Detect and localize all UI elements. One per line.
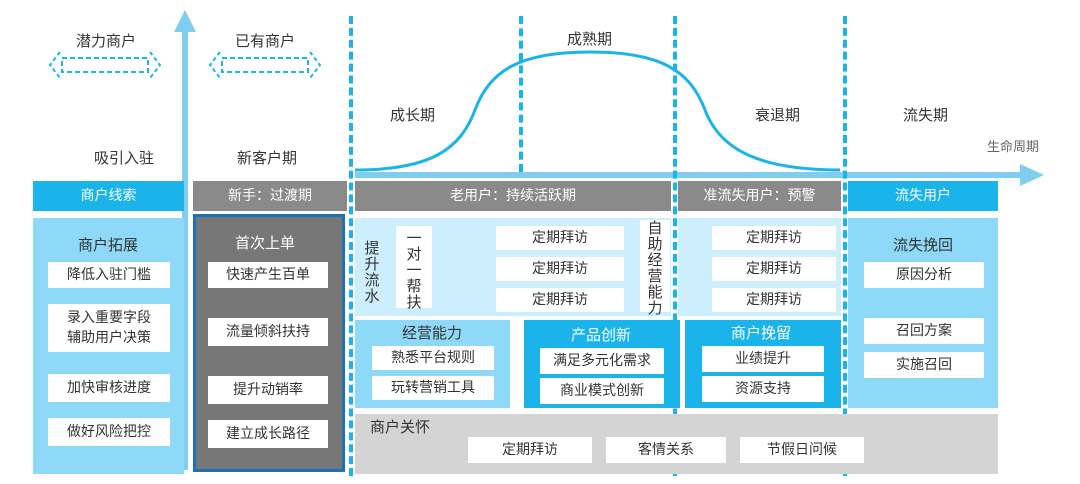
label-lifecycle: 生命周期 [987, 140, 1040, 155]
col1-item-record-fields: 录入重要字段 辅助用户决策 [48, 304, 170, 352]
visit-box-6: 定期拜访 [712, 288, 836, 312]
visit-box-1: 定期拜访 [496, 226, 624, 250]
col1-item-speed-review: 加快审核进度 [48, 374, 170, 402]
ops-item-marketing: 玩转营销工具 [372, 376, 494, 400]
col2-title: 首次上单 [235, 234, 296, 252]
label-existing: 已有商户 [235, 32, 296, 50]
separator-growth-mature [519, 16, 523, 172]
col5-item-plan: 召回方案 [864, 318, 984, 344]
retain-title: 商户挽留 [731, 324, 792, 342]
separator-newbie-old [349, 16, 353, 476]
label-decline: 衰退期 [755, 106, 801, 124]
col2-item-traffic-support: 流量倾斜扶持 [208, 318, 328, 346]
innov-item-business-model: 商业模式创新 [540, 378, 664, 404]
col1-item-lower-threshold: 降低入驻门槛 [48, 262, 170, 288]
innov-item-diverse: 满足多元化需求 [540, 348, 664, 374]
vertical-axis-arrowhead [174, 10, 196, 32]
col2-item-fast-hundred: 快速产生百单 [208, 262, 328, 288]
visit-box-4: 定期拜访 [712, 226, 836, 250]
label-self-help: 自助经营能力 [647, 219, 663, 317]
header-leads: 商户线索 [33, 181, 184, 211]
label-mature: 成熟期 [567, 30, 613, 48]
separator-mature-decline [673, 16, 677, 476]
care-item-holiday: 节假日问候 [740, 437, 864, 463]
label-growth: 成长期 [390, 106, 436, 124]
visit-box-2: 定期拜访 [496, 257, 624, 281]
header-prechurn: 准流失用户：预警 [678, 181, 841, 211]
col1-item-risk-control: 做好风险把控 [48, 418, 170, 446]
col5-title: 流失挽回 [893, 236, 954, 254]
label-one-on-one: 一对一帮扶 [406, 229, 422, 311]
col1-title: 商户拓展 [78, 236, 139, 254]
label-potential: 潜力商户 [76, 32, 137, 50]
horizontal-axis-arrowhead [1020, 164, 1044, 186]
retain-item-resources: 资源支持 [702, 376, 824, 402]
col2-item-sales-rate: 提升动销率 [208, 376, 328, 404]
existing-dashed-arrow [208, 51, 322, 79]
potential-dashed-arrow [48, 51, 162, 79]
label-new-period: 新客户期 [237, 149, 298, 167]
care-item-visit: 定期拜访 [468, 437, 592, 463]
visit-box-5: 定期拜访 [712, 257, 836, 281]
ops-title: 经营能力 [402, 324, 463, 342]
box-self-help: 自助经营能力 [640, 220, 670, 316]
box-one-on-one: 一对一帮扶 [396, 226, 432, 311]
col5-item-execute: 实施召回 [864, 352, 984, 378]
lifecycle-curve [354, 50, 841, 172]
header-churned: 流失用户 [848, 181, 998, 211]
retain-item-performance: 业绩提升 [702, 346, 824, 372]
visit-box-3: 定期拜访 [496, 288, 624, 312]
header-old: 老用户：持续活跃期 [355, 181, 671, 211]
col2-item-growth-path: 建立成长路径 [208, 420, 328, 448]
care-title: 商户关怀 [370, 418, 431, 436]
label-attract: 吸引入驻 [94, 149, 155, 167]
care-item-relationship: 客情关系 [606, 437, 726, 463]
label-lost: 流失期 [903, 106, 949, 124]
label-boost-flow: 提升流水 [364, 239, 380, 305]
separator-decline-lost [843, 16, 847, 476]
col5-item-cause: 原因分析 [864, 262, 984, 288]
header-newbie: 新手：过渡期 [193, 181, 347, 211]
ops-item-rules: 熟悉平台规则 [372, 346, 494, 370]
innov-title: 产品创新 [571, 326, 632, 344]
